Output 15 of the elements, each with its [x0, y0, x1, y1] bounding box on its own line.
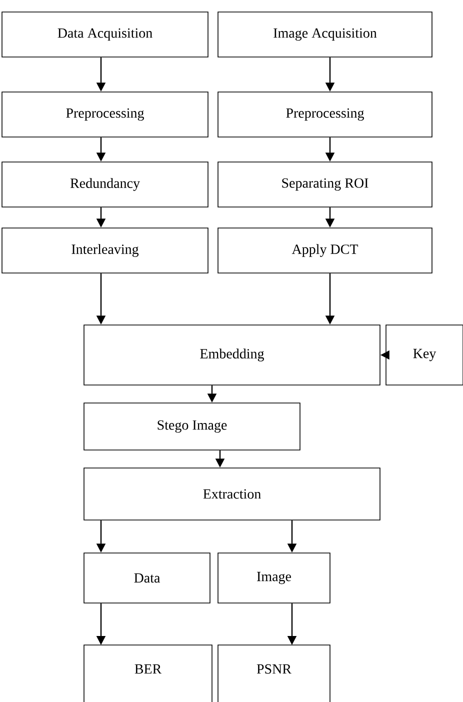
process-box: Image Acquisition	[218, 12, 432, 58]
process-box: Data Acquisition	[2, 12, 208, 58]
process-box: Apply DCT	[218, 228, 432, 274]
process-box: Image	[218, 552, 330, 604]
process-box: PSNR	[218, 644, 330, 702]
process-box: Interleaving	[2, 228, 208, 274]
process-box: Extraction	[84, 468, 380, 520]
process-box: Embedding	[84, 324, 380, 386]
process-box: BER	[84, 644, 212, 702]
process-box: Preprocessing	[2, 92, 208, 138]
process-box: Separating ROI	[218, 162, 432, 208]
process-box: Data	[84, 552, 210, 604]
process-box: Redundancy	[2, 162, 208, 208]
process-box: Stego Image	[84, 402, 300, 450]
process-box: Preprocessing	[218, 92, 432, 138]
